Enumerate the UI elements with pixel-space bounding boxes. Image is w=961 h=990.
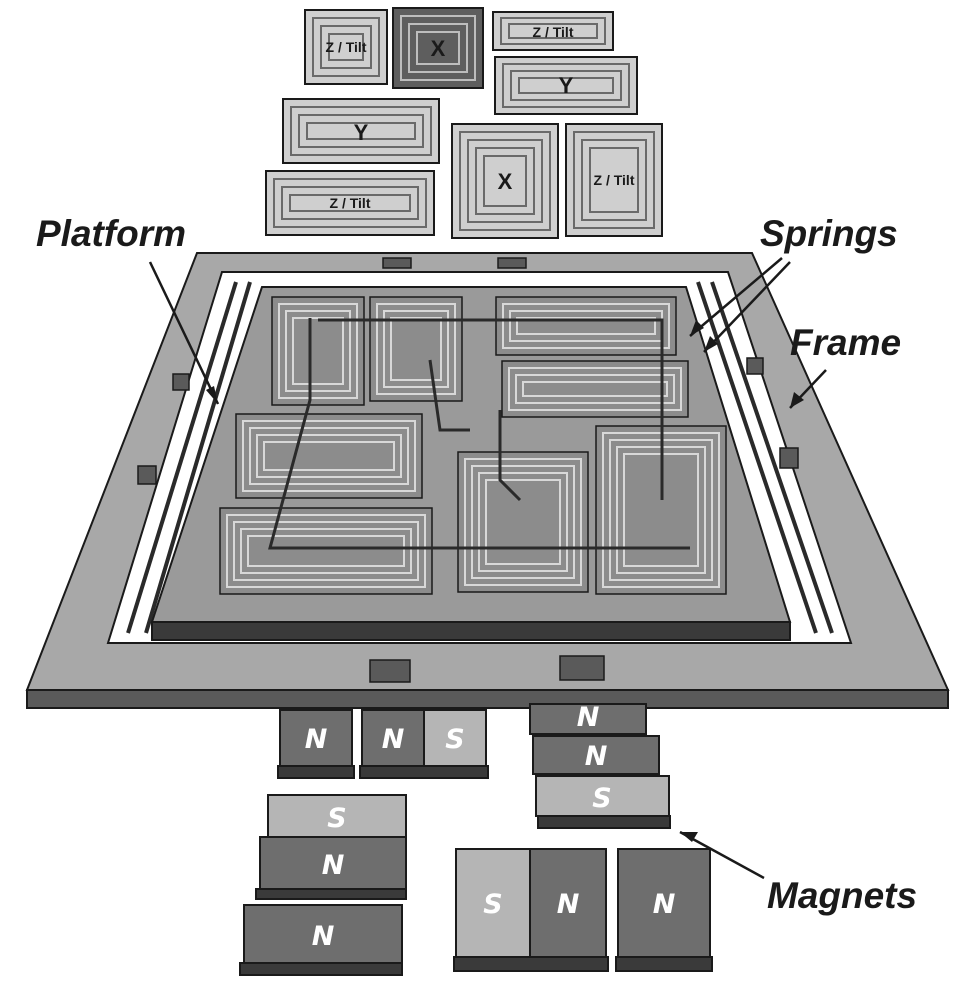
coil-y-1: Y bbox=[494, 56, 638, 115]
springs bbox=[126, 281, 834, 634]
coil-ztilt-1: Z / Tilt bbox=[304, 9, 388, 85]
bond-pads bbox=[137, 257, 799, 683]
springs-arrowhead-2 bbox=[704, 336, 718, 352]
magnet-pole-label: N bbox=[557, 889, 580, 920]
magnet-pole-label: N bbox=[382, 724, 405, 755]
magnet-pole-label: N bbox=[305, 724, 328, 755]
callouts: Platform Springs Frame Magnets bbox=[36, 213, 917, 916]
platform-coil bbox=[457, 451, 589, 593]
coil-y-2: Y bbox=[282, 98, 440, 164]
coil-label: X bbox=[498, 169, 513, 194]
platform-leader bbox=[148, 261, 220, 405]
coil-layer: Z / Tilt X Z / Tilt Y Y bbox=[265, 7, 663, 239]
magnets: N N S N N S S N N bbox=[239, 702, 713, 976]
magnet-group: N bbox=[277, 709, 355, 779]
coil-label: Z / Tilt bbox=[326, 39, 367, 55]
label-springs: Springs bbox=[760, 213, 898, 254]
frame-arrowhead bbox=[790, 392, 804, 408]
coil-label: Z / Tilt bbox=[594, 172, 635, 188]
coil-ztilt-4: Z / Tilt bbox=[265, 170, 435, 236]
magnet-group: N N S bbox=[529, 702, 671, 829]
springs-leader-2 bbox=[703, 261, 791, 353]
coil-label: Z / Tilt bbox=[330, 195, 371, 211]
magnets-leader bbox=[679, 830, 765, 880]
platform-coil bbox=[369, 296, 463, 402]
platform-traces bbox=[268, 318, 690, 550]
magnet-group: N S bbox=[359, 709, 489, 779]
magnet-pole-label: N bbox=[585, 741, 608, 772]
magnet-pole-label: N bbox=[653, 889, 676, 920]
coil-ztilt-3: Z / Tilt bbox=[565, 123, 663, 237]
magnet-pole-label: N bbox=[322, 850, 345, 881]
platform-coil bbox=[219, 507, 433, 595]
label-platform: Platform bbox=[36, 213, 186, 254]
platform-coil bbox=[235, 413, 423, 499]
coil-ztilt-2: Z / Tilt bbox=[492, 11, 614, 51]
platform-coil bbox=[501, 360, 689, 418]
magnets-arrowhead bbox=[680, 832, 698, 842]
magnet-pole-label: S bbox=[483, 889, 502, 920]
coil-label: Y bbox=[559, 73, 574, 98]
magnet-pole-label: S bbox=[327, 803, 346, 834]
magnet-pole-label: N bbox=[577, 702, 600, 733]
magnet-group: S N N bbox=[239, 794, 407, 976]
label-magnets: Magnets bbox=[767, 875, 917, 916]
platform bbox=[150, 286, 792, 641]
springs-leader-1 bbox=[689, 257, 783, 337]
coil-label: Z / Tilt bbox=[533, 24, 574, 40]
magnet-group: S N bbox=[453, 848, 609, 972]
platform-arrowhead bbox=[206, 386, 218, 404]
coil-x-2: X bbox=[451, 123, 559, 239]
coil-label: X bbox=[431, 36, 446, 61]
magnet-pole-label: S bbox=[592, 783, 611, 814]
magnet-pole-label: S bbox=[445, 724, 464, 755]
coil-label: Y bbox=[354, 120, 369, 145]
platform-coil bbox=[495, 296, 677, 356]
magnet-group: N bbox=[615, 848, 713, 972]
platform-coil bbox=[271, 296, 365, 406]
label-frame: Frame bbox=[790, 322, 901, 363]
coil-x-1: X bbox=[392, 7, 484, 89]
springs-arrowhead-1 bbox=[690, 320, 704, 336]
magnet-pole-label: N bbox=[312, 921, 335, 952]
